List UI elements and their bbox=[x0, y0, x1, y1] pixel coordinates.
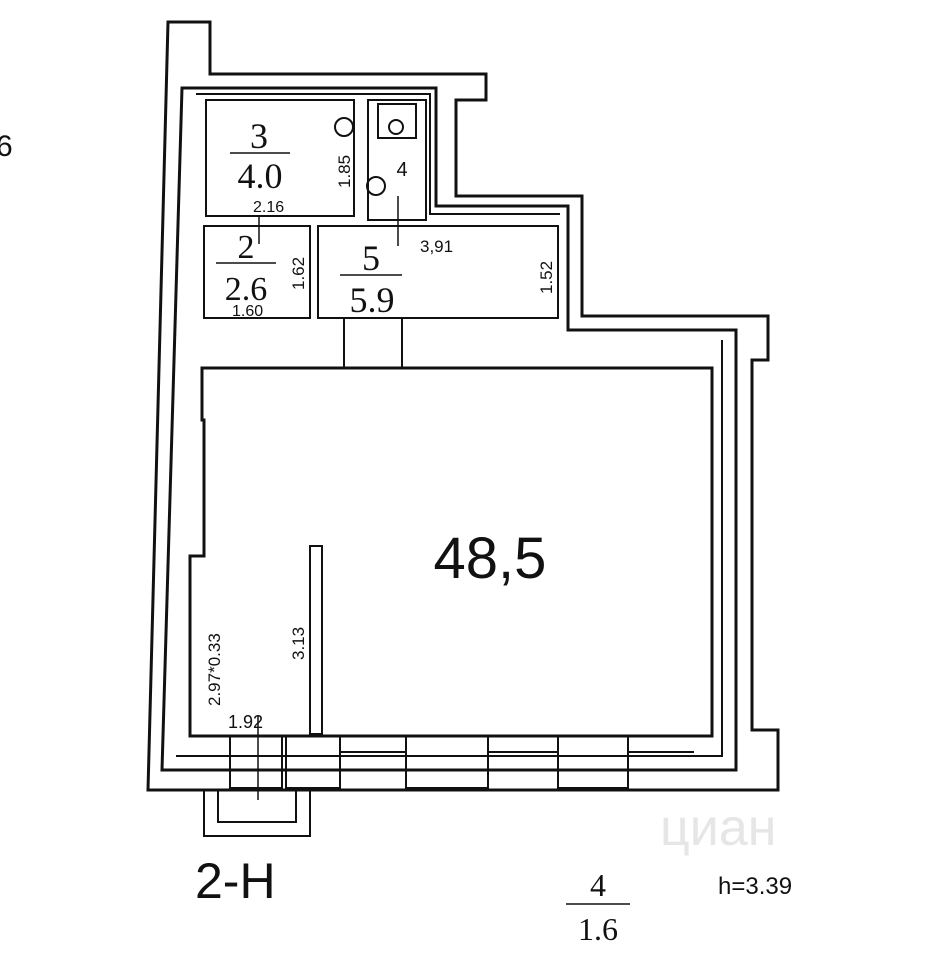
dim-3-91: 3,91 bbox=[420, 237, 453, 256]
room-5-number: 5 bbox=[362, 238, 380, 278]
entrance-porch bbox=[203, 790, 311, 837]
window bbox=[229, 735, 283, 789]
room-3-number: 3 bbox=[250, 116, 268, 156]
interior-wall-line bbox=[176, 93, 723, 757]
outside-room-area: 1.6 bbox=[578, 911, 618, 947]
dim-1-92: 1.92 bbox=[228, 712, 263, 732]
room-3-outline bbox=[205, 99, 355, 217]
partition-wall bbox=[309, 545, 323, 735]
outer-wall bbox=[146, 20, 780, 792]
toilet-icon bbox=[377, 103, 417, 139]
room-2-area: 2.6 bbox=[225, 271, 268, 308]
watermark-text: циан bbox=[660, 799, 776, 857]
dim-1-62: 1.62 bbox=[289, 257, 308, 290]
window bbox=[405, 735, 489, 789]
window bbox=[285, 735, 341, 789]
floor-code: 2-H bbox=[195, 853, 276, 909]
main-room-outline bbox=[188, 366, 714, 738]
dim-1-85: 1.85 bbox=[335, 155, 354, 188]
corridor-opening bbox=[343, 318, 403, 368]
window bbox=[557, 735, 629, 789]
window-row bbox=[229, 735, 694, 789]
edge-mark: 6 bbox=[0, 130, 13, 163]
sink-icon bbox=[334, 117, 354, 137]
dim-1-60: 1.60 bbox=[232, 303, 263, 320]
dim-3-13: 3.13 bbox=[289, 627, 308, 660]
room-2-number: 2 bbox=[238, 229, 255, 266]
room-5-outline bbox=[317, 225, 559, 319]
room-2-outline bbox=[203, 225, 311, 319]
room-3-area: 4.0 bbox=[238, 156, 283, 196]
room-4-number: 4 bbox=[396, 159, 407, 181]
room-5-area: 5.9 bbox=[350, 280, 395, 320]
toilet-bowl-icon bbox=[388, 119, 404, 135]
dim-1-52: 1.52 bbox=[537, 261, 556, 294]
main-room-area: 48,5 bbox=[434, 526, 547, 591]
dim-2-97: 2.97*0.33 bbox=[205, 633, 224, 706]
outside-room-number: 4 bbox=[590, 867, 606, 903]
sink-icon bbox=[366, 176, 386, 196]
ceiling-height: h=3.39 bbox=[718, 873, 792, 900]
dim-2-16: 2.16 bbox=[253, 199, 284, 216]
inner-wall bbox=[160, 86, 738, 772]
